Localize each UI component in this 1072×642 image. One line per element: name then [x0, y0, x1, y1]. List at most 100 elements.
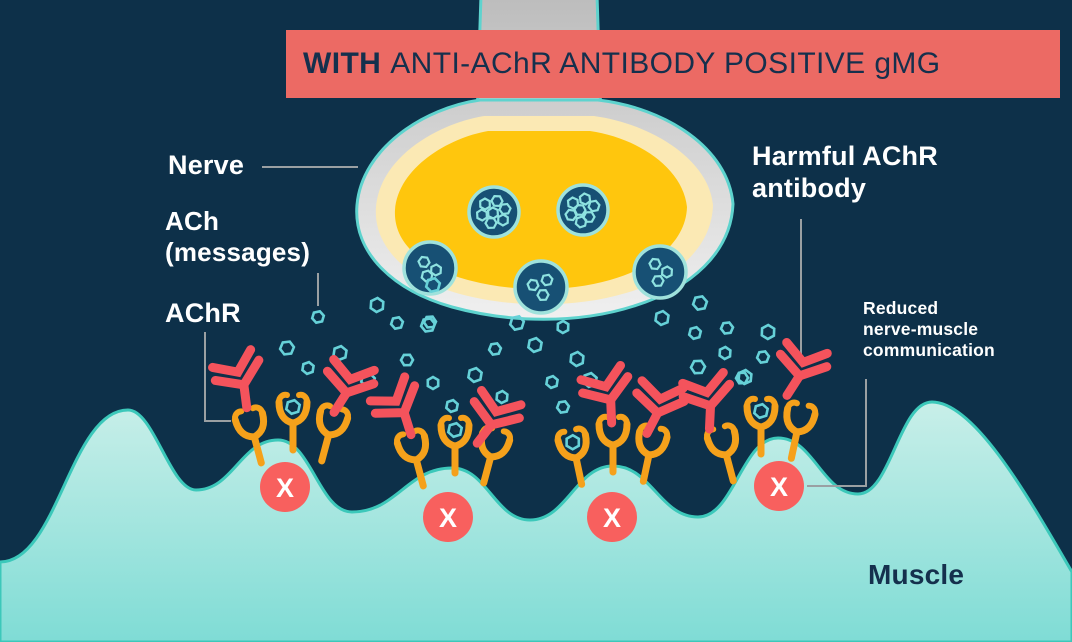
achr-receptor — [279, 395, 307, 450]
ach-molecule — [399, 353, 415, 367]
ach-molecule — [424, 276, 442, 294]
ach-molecule — [389, 315, 405, 331]
blocked-marker-circle — [423, 492, 473, 542]
ach-molecule — [755, 349, 771, 365]
ach-molecule — [555, 399, 571, 415]
ach-molecule — [278, 340, 296, 356]
vesicle — [632, 244, 688, 300]
harmful-antibody-label-line1: Harmful AChR — [752, 141, 938, 171]
vesicle-body — [632, 244, 688, 300]
blocked-marker: X — [754, 461, 804, 511]
blocked-marker-x: X — [770, 472, 788, 502]
ach-molecule — [369, 296, 385, 314]
muscle-membrane — [0, 400, 1072, 642]
ach-label: ACh (messages) — [165, 206, 310, 268]
ach-molecule-in-vesicle — [490, 194, 504, 208]
harmful-antibody-label: Harmful AChR antibody — [752, 140, 938, 204]
ach-molecule-in-vesicle — [479, 197, 491, 211]
blocked-marker-x: X — [276, 473, 294, 503]
ach-molecule — [760, 323, 776, 341]
ach-molecule-in-vesicle — [526, 278, 540, 292]
ach-molecule — [466, 366, 484, 384]
achr-pointer-line — [204, 332, 231, 422]
reduced-communication-pointer-line — [807, 379, 867, 487]
ach-molecule-in-vesicle — [564, 208, 578, 222]
ach-molecule-bound — [752, 402, 770, 420]
ach-molecule-in-vesicle — [660, 265, 674, 279]
muscle-label: Muscle — [868, 559, 965, 590]
blocked-marker: X — [260, 462, 310, 512]
title-banner: WITH ANTI-AChR ANTIBODY POSITIVE gMG — [286, 30, 1060, 98]
ach-molecule-in-vesicle — [484, 216, 498, 230]
ach-molecule — [419, 317, 437, 333]
achr-receptor — [441, 418, 469, 473]
achr-receptor — [747, 399, 775, 454]
ach-molecule — [569, 350, 585, 368]
blocked-marker-circle — [587, 492, 637, 542]
ach-molecule-in-vesicle — [540, 273, 554, 287]
blocked-marker: X — [587, 492, 637, 542]
ach-molecule-in-vesicle — [497, 213, 509, 227]
achr-receptor-shape — [308, 404, 349, 465]
blocked-marker-x: X — [603, 503, 621, 533]
ach-molecule — [422, 315, 438, 329]
ach-molecule-in-vesicle — [574, 215, 588, 229]
achr-label: AChR — [165, 298, 241, 328]
reduced-communication-line1: Reduced — [863, 298, 939, 318]
harmful-antibody-shape — [210, 348, 275, 415]
nerve-terminal-core — [394, 131, 687, 290]
ach-molecule — [426, 375, 440, 391]
blocked-marker-circle — [754, 461, 804, 511]
achr-receptor-shape — [441, 418, 469, 473]
ach-molecule-bound — [284, 398, 302, 416]
blocked-marker-circle — [260, 462, 310, 512]
blocked-marker: X — [423, 492, 473, 542]
nerve-label: Nerve — [168, 150, 245, 180]
ach-label-line2: (messages) — [165, 237, 311, 267]
ach-molecule — [495, 389, 509, 405]
vesicle-body — [402, 240, 458, 296]
ach-molecule-in-vesicle — [417, 255, 431, 269]
ach-molecule-in-vesicle — [420, 269, 434, 283]
ach-molecule — [687, 325, 703, 341]
ach-molecule — [487, 341, 503, 357]
vesicle-body — [513, 259, 569, 315]
ach-molecule-in-vesicle — [651, 274, 665, 288]
reduced-communication-line2: nerve-muscle — [863, 319, 979, 339]
ach-molecule — [544, 374, 560, 390]
banner-bold-word: WITH — [303, 47, 382, 80]
harmful-antibody — [210, 348, 275, 415]
ach-molecule-in-vesicle — [429, 263, 443, 277]
ach-molecule-in-vesicle — [578, 192, 592, 206]
ach-molecule — [508, 314, 526, 332]
ach-molecule — [526, 336, 544, 354]
reduced-communication-label: Reduced nerve-muscle communication — [863, 298, 995, 361]
blocked-marker-x: X — [439, 503, 457, 533]
ach-molecule-bound — [565, 433, 581, 451]
ach-molecule — [310, 309, 326, 325]
harmful-antibody-label-line2: antibody — [752, 173, 867, 203]
ach-label-line1: ACh — [165, 206, 220, 236]
ach-molecule-in-vesicle — [475, 208, 489, 222]
ach-molecule — [691, 294, 709, 312]
ach-molecule — [689, 359, 707, 375]
ach-molecule — [654, 309, 670, 327]
ach-molecule — [719, 321, 735, 335]
vesicle — [467, 185, 521, 239]
ach-molecule — [444, 398, 460, 414]
ach-molecule — [581, 371, 599, 389]
ach-molecule — [300, 360, 316, 376]
ach-molecule-in-vesicle — [536, 288, 550, 302]
reduced-communication-line3: communication — [863, 340, 995, 360]
achr-receptor — [556, 427, 595, 487]
banner-title-text: ANTI-AChR ANTIBODY POSITIVE gMG — [390, 47, 941, 80]
vesicle — [402, 240, 458, 296]
ach-molecule-in-vesicle — [566, 196, 580, 210]
ach-molecule-bound — [446, 421, 464, 439]
ach-molecule — [718, 345, 732, 361]
vesicle-body — [556, 183, 610, 237]
ach-molecule-in-vesicle — [648, 257, 662, 271]
vesicle — [556, 183, 610, 237]
